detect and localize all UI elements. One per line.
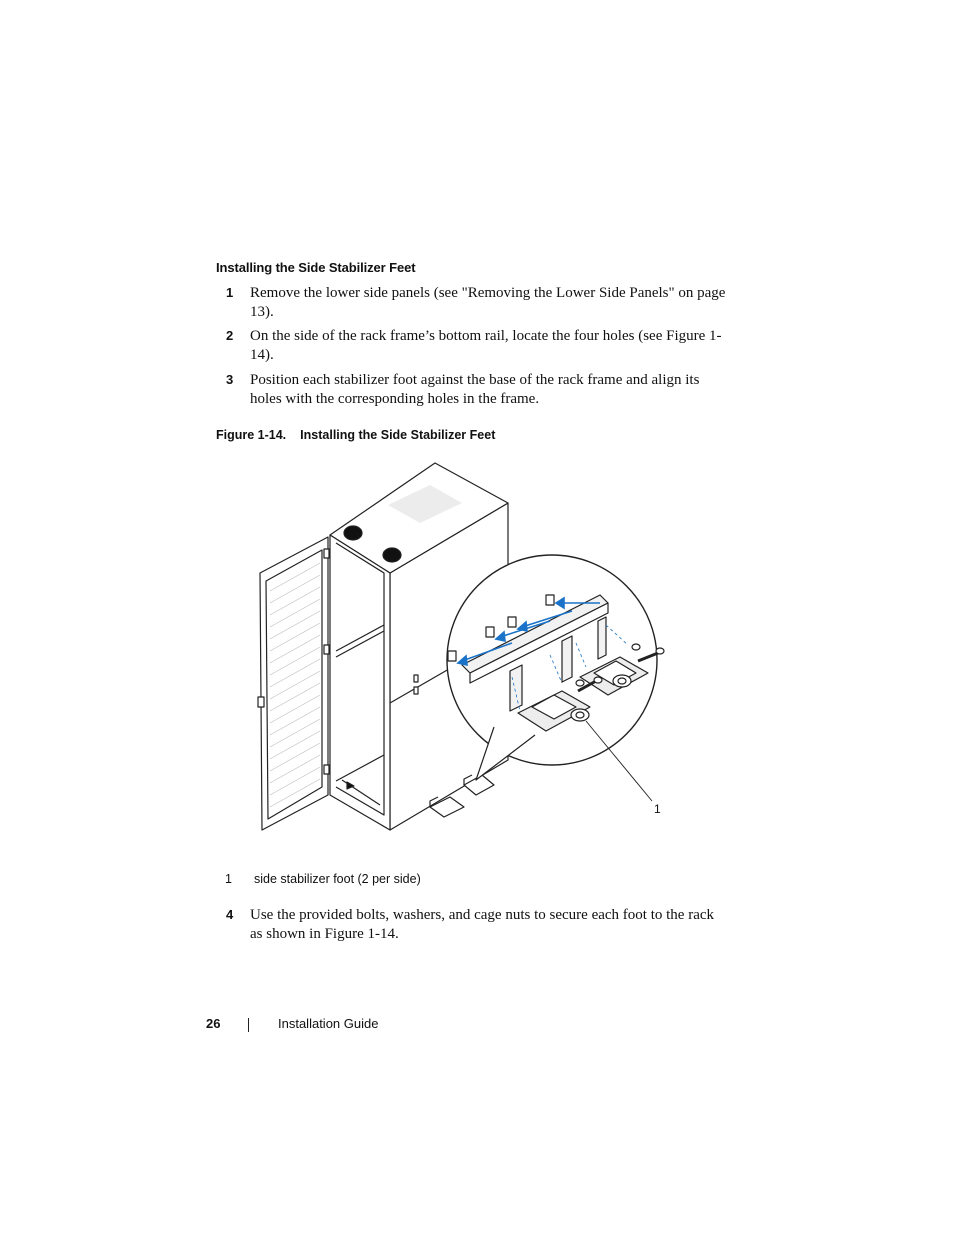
rack-foot-front xyxy=(429,796,465,818)
legend-text: side stabilizer foot (2 per side) xyxy=(254,872,421,886)
step-text: Use the provided bolts, washers, and cag… xyxy=(250,907,715,942)
step-text: Remove the lower side panels (see "Remov… xyxy=(250,285,726,320)
cage-nuts xyxy=(447,594,555,662)
detail-pointer xyxy=(475,726,536,781)
figure-caption: Figure 1-14. Installing the Side Stabiliz… xyxy=(216,428,495,442)
figure-callout-number: 1 xyxy=(654,802,661,816)
cable-hole-left xyxy=(343,525,363,541)
footer-divider xyxy=(248,1018,249,1032)
page-number: 26 xyxy=(206,1016,221,1031)
legend-number: 1 xyxy=(225,872,232,886)
step-text: Position each stabilizer foot against th… xyxy=(250,372,700,407)
bolts-and-washers xyxy=(575,643,665,693)
figure-title: Installing the Side Stabilizer Feet xyxy=(300,428,496,442)
cable-hole-right xyxy=(382,547,402,563)
step-number: 2 xyxy=(226,328,234,343)
rack-stabilizer-illustration: 1 xyxy=(257,462,665,831)
step-number: 3 xyxy=(226,372,234,387)
footer-title: Installation Guide xyxy=(278,1016,379,1031)
step-number: 1 xyxy=(226,285,234,300)
rack-front-frame xyxy=(329,534,391,831)
step-text: On the side of the rack frame’s bottom r… xyxy=(250,328,722,363)
step-number: 4 xyxy=(226,907,234,922)
callout-leader xyxy=(585,720,653,802)
figure-label: Figure 1-14. xyxy=(216,428,287,442)
section-heading: Installing the Side Stabilizer Feet xyxy=(216,260,416,275)
rack-top-vent xyxy=(388,485,462,523)
